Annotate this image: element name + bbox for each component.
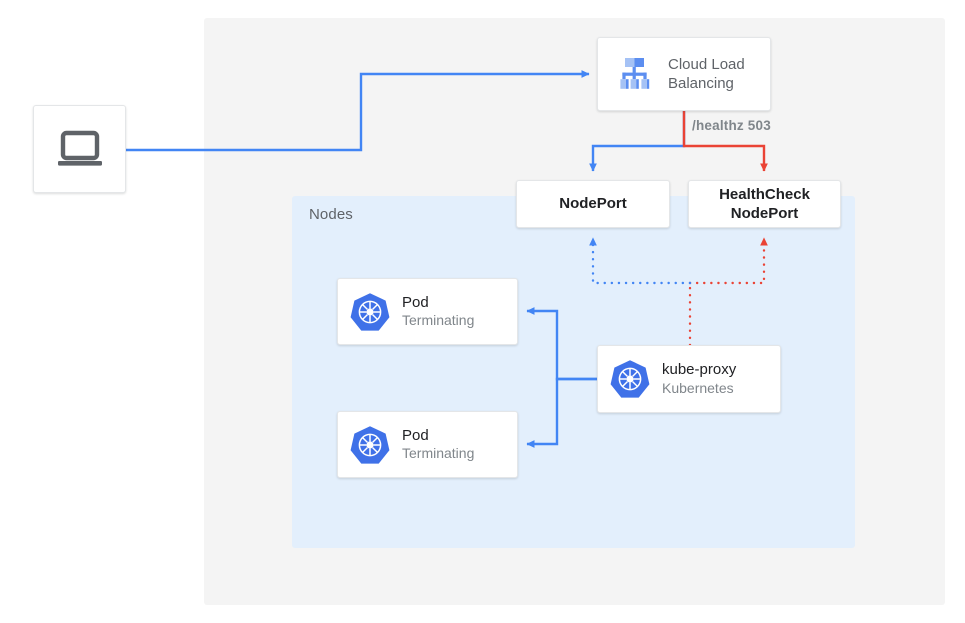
nodes-panel-label: Nodes <box>309 206 353 223</box>
nodeport-card[interactable]: NodePort <box>516 180 670 228</box>
healthcheck-nodeport-line2: NodePort <box>730 205 799 222</box>
pod-card[interactable]: Pod Terminating <box>337 411 518 478</box>
healthcheck-nodeport-label: HealthCheck NodePort <box>689 185 840 224</box>
healthz-status-label: /healthz 503 <box>692 118 771 133</box>
client-card[interactable] <box>33 105 126 193</box>
healthcheck-nodeport-line1: HealthCheck <box>719 185 810 203</box>
nodeport-label: NodePort <box>559 195 627 213</box>
cloud-load-balancing-title-line2: Balancing <box>668 75 734 92</box>
pod-subtitle: Terminating <box>402 312 475 329</box>
cloud-load-balancing-label: Cloud Load Balancing <box>668 55 745 93</box>
laptop-icon <box>52 121 108 177</box>
kubernetes-icon <box>348 290 392 334</box>
pod-title: Pod <box>402 293 429 311</box>
pod-subtitle: Terminating <box>402 445 475 462</box>
pod-card[interactable]: Pod Terminating <box>337 278 518 345</box>
kube-proxy-title: kube-proxy <box>662 361 737 379</box>
pod-label: Pod Terminating <box>402 293 474 330</box>
pod-title: Pod <box>402 426 429 444</box>
kube-proxy-card[interactable]: kube-proxy Kubernetes <box>597 345 781 413</box>
pod-label: Pod Terminating <box>402 426 474 463</box>
cloud-load-balancing-title-line1: Cloud Load <box>668 55 745 73</box>
kube-proxy-subtitle: Kubernetes <box>662 379 734 396</box>
kubernetes-icon <box>348 423 392 467</box>
kube-proxy-label: kube-proxy Kubernetes <box>662 360 736 397</box>
kubernetes-icon <box>608 357 652 401</box>
cloud-load-balancing-card[interactable]: Cloud Load Balancing <box>597 37 771 111</box>
healthcheck-nodeport-card[interactable]: HealthCheck NodePort <box>688 180 841 228</box>
cloud-load-balancing-icon <box>612 52 656 96</box>
